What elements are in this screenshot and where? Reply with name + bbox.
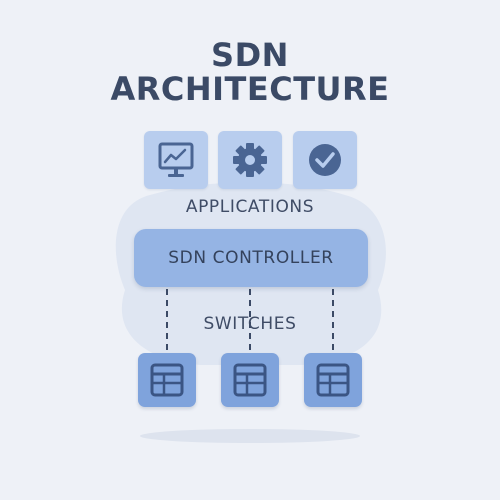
diagram-title-line-2: ARCHITECTURE <box>110 70 390 108</box>
application-tile-check <box>293 131 357 189</box>
switches-label: SWITCHES <box>203 314 297 334</box>
sdn-controller-box: SDN CONTROLLER <box>134 229 368 287</box>
switch-table-icon <box>316 363 350 397</box>
sdn-controller-label: SDN CONTROLLER <box>168 248 334 268</box>
switch-tile-1 <box>138 353 196 407</box>
application-tile-gear <box>218 131 282 189</box>
switch-table-icon <box>150 363 184 397</box>
switch-tile-3 <box>304 353 362 407</box>
check-circle-icon <box>309 144 341 176</box>
diagram-title-line-1: SDN <box>211 36 289 74</box>
monitor-chart-icon <box>158 142 194 177</box>
switch-table-icon <box>233 363 267 397</box>
gear-icon <box>233 143 267 177</box>
applications-label: APPLICATIONS <box>185 197 315 217</box>
switch-tile-2 <box>221 353 279 407</box>
application-tile-monitor <box>144 131 208 189</box>
